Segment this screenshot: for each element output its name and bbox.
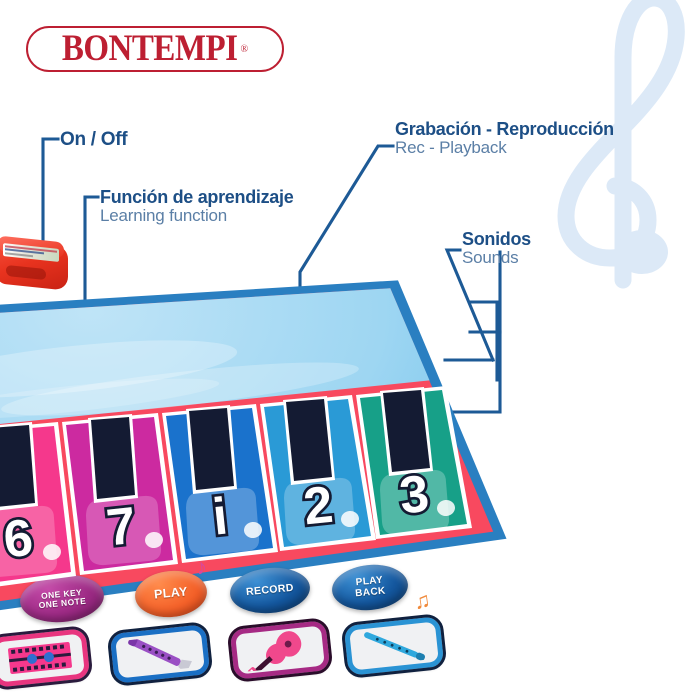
guitar-icon bbox=[247, 631, 302, 672]
piano-key-number: 3 bbox=[397, 465, 432, 526]
callout-learning-function-en: Learning function bbox=[100, 206, 228, 226]
musical-play-mat: ONE KEY ONE NOTE PLAY RECORD PLAY BACK ♪… bbox=[0, 276, 580, 692]
callout-rec-playback-en: Rec - Playback bbox=[395, 138, 507, 158]
callout-sounds-es: Sonidos bbox=[462, 229, 531, 249]
callout-sounds-en: Sounds bbox=[462, 248, 519, 268]
battery-control-box[interactable] bbox=[0, 235, 74, 293]
instrument-pad-guitar[interactable] bbox=[226, 616, 334, 684]
brand-logo: BONTEMPI® bbox=[26, 26, 284, 72]
piano-key-number: 6 bbox=[1, 509, 36, 570]
instrument-pad-flute[interactable] bbox=[340, 612, 448, 680]
callout-learning-function: Función de aprendizaje Learning function bbox=[100, 187, 294, 226]
piano-black-key[interactable] bbox=[88, 414, 138, 503]
callout-on-off-es: On / Off bbox=[60, 129, 128, 150]
registered-trademark-mark: ® bbox=[240, 43, 249, 55]
piano-key-number: 7 bbox=[104, 497, 139, 558]
piano-key-dot-decoration bbox=[43, 499, 455, 561]
piano-keys: 6 7 i 2 3 bbox=[0, 386, 472, 590]
callout-rec-playback: Grabación - Reproducción Rec - Playback bbox=[395, 119, 614, 158]
clarinet-icon bbox=[128, 636, 192, 674]
callout-rec-playback-es: Grabación - Reproducción bbox=[395, 119, 614, 139]
piano-key-number: 2 bbox=[301, 476, 336, 537]
instrument-pad-accordion[interactable] bbox=[0, 624, 94, 692]
piano-black-key[interactable] bbox=[283, 396, 335, 485]
piano-black-key[interactable] bbox=[380, 387, 433, 476]
brand-logo-text: BONTEMPI bbox=[61, 28, 238, 69]
callout-learning-function-es: Función de aprendizaje bbox=[100, 187, 294, 207]
callout-on-off: On / Off bbox=[60, 129, 128, 151]
accordion-icon bbox=[8, 642, 72, 674]
piano-black-key[interactable] bbox=[186, 405, 237, 494]
piano-black-key[interactable] bbox=[0, 422, 38, 511]
instrument-pad-clarinet[interactable] bbox=[106, 620, 214, 688]
piano-white-key[interactable] bbox=[0, 422, 76, 590]
callout-sounds: Sonidos Sounds bbox=[462, 229, 531, 268]
flute-icon bbox=[364, 632, 426, 661]
